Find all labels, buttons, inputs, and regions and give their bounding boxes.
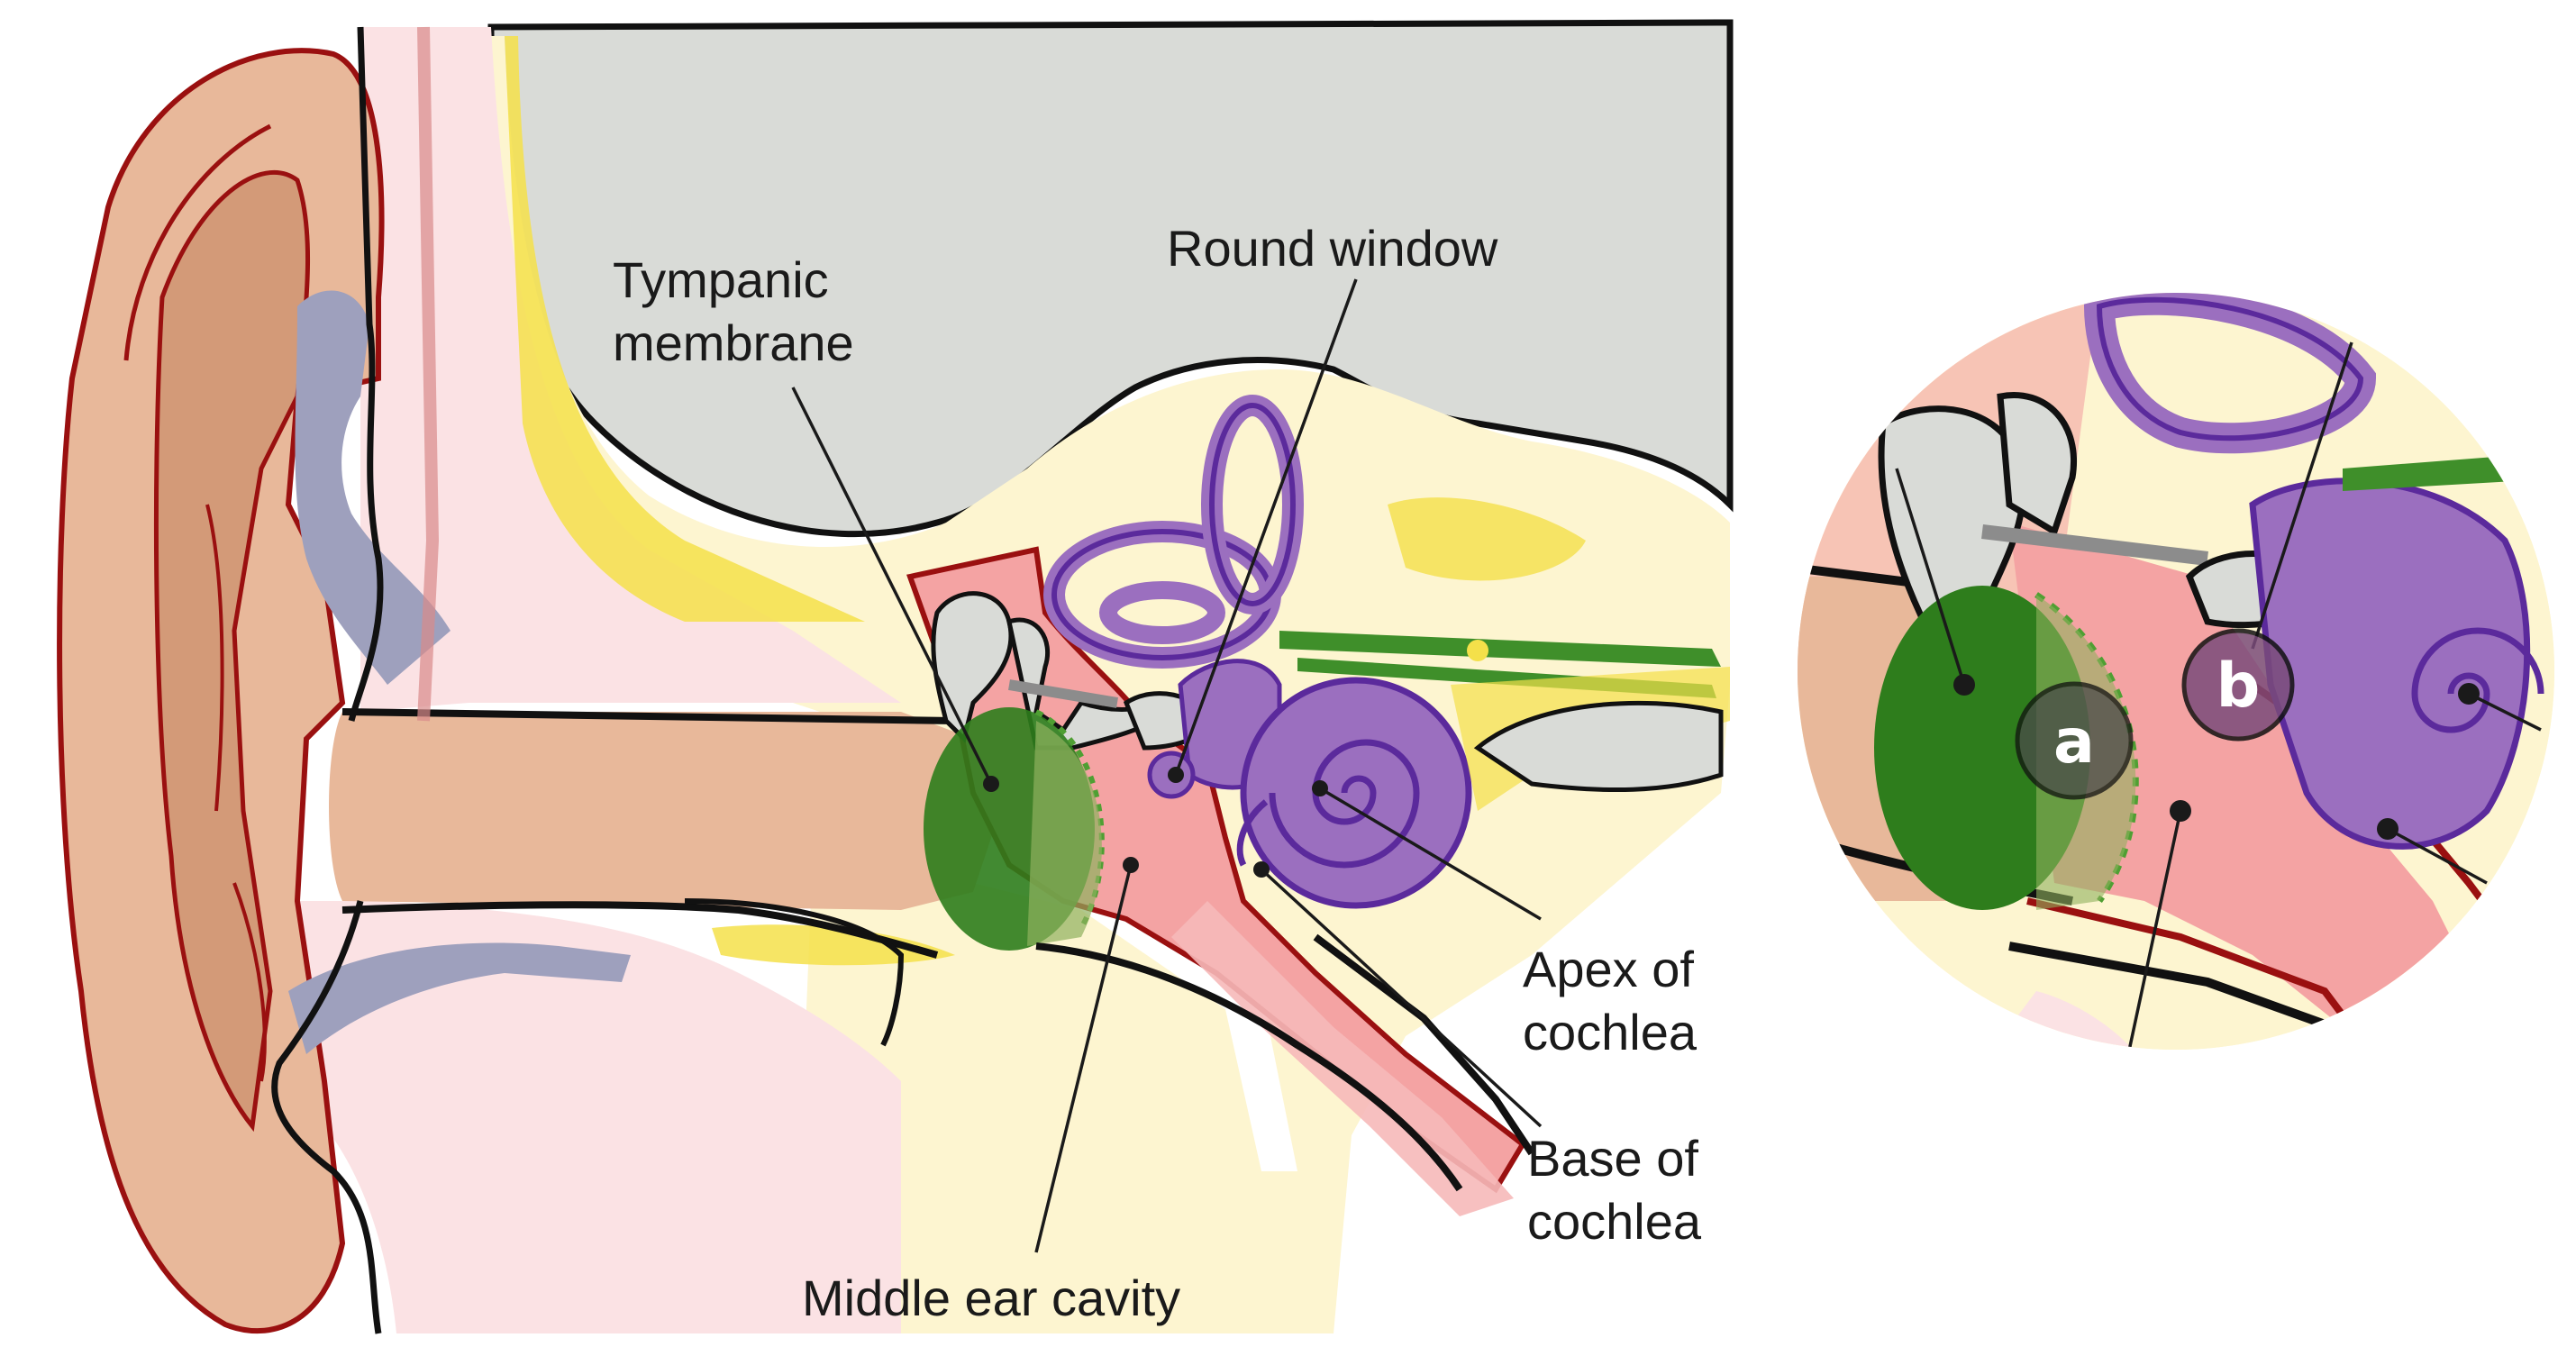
label-base-line2: cochlea — [1527, 1193, 1702, 1250]
inset-marker-b-label: b — [2216, 651, 2261, 722]
label-tympanic-line2: membrane — [613, 314, 854, 371]
pinna-inner-fold — [153, 169, 311, 1133]
inset-marker-a: a — [2015, 681, 2134, 800]
ear-canal — [329, 712, 1000, 910]
pink-tissue-lower — [288, 901, 901, 1333]
label-round-window: Round window — [1167, 220, 1498, 277]
semicircular-canals — [1043, 395, 1304, 669]
label-apex-line2: cochlea — [1523, 1004, 1698, 1060]
skin-line — [417, 26, 440, 722]
lower-bone-contour-3 — [684, 898, 905, 1047]
pinna-antihelix — [205, 504, 267, 1082]
eustachian-tube — [1171, 901, 1514, 1216]
label-apex-line1: Apex of — [1523, 941, 1694, 997]
inner-canal-bone — [1473, 700, 1724, 793]
lower-bone-contour-2 — [1313, 933, 1535, 1156]
yellow-accent-lower — [712, 924, 955, 966]
main-diagram: Tympanic membrane Round window Apex of c… — [57, 19, 1734, 1334]
label-base-line1: Base of — [1527, 1130, 1698, 1187]
cartilage-upper — [295, 290, 451, 685]
tympanic-membrane-dotted-edge — [1034, 709, 1105, 930]
pinna-helix-rim — [123, 123, 272, 361]
label-middle-ear-cavity: Middle ear cavity — [802, 1270, 1180, 1326]
cochlea — [1236, 677, 1472, 909]
leader-lines — [791, 278, 1543, 1253]
ear-canal-upper-wall — [341, 708, 956, 724]
head-outline — [348, 26, 384, 722]
head-outline-lower — [271, 900, 382, 1334]
yellow-accent-right — [1388, 497, 1586, 581]
cartilage-lower — [288, 942, 631, 1054]
inset-zoom: a b — [1798, 293, 2554, 1050]
tympanic-membrane-right — [1027, 721, 1102, 946]
lower-bone-contour — [1035, 942, 1463, 1192]
nerve-node — [1467, 640, 1488, 661]
ear-canal-lower-wall — [341, 901, 939, 959]
label-tympanic-line1: Tympanic — [613, 251, 829, 308]
yellow-accent-upper — [505, 36, 865, 622]
inset-marker-b: b — [2181, 628, 2295, 742]
ossicle-ligament — [1008, 679, 1118, 708]
pink-tissue-column — [360, 27, 901, 712]
inset-marker-a-label: a — [2053, 706, 2095, 778]
